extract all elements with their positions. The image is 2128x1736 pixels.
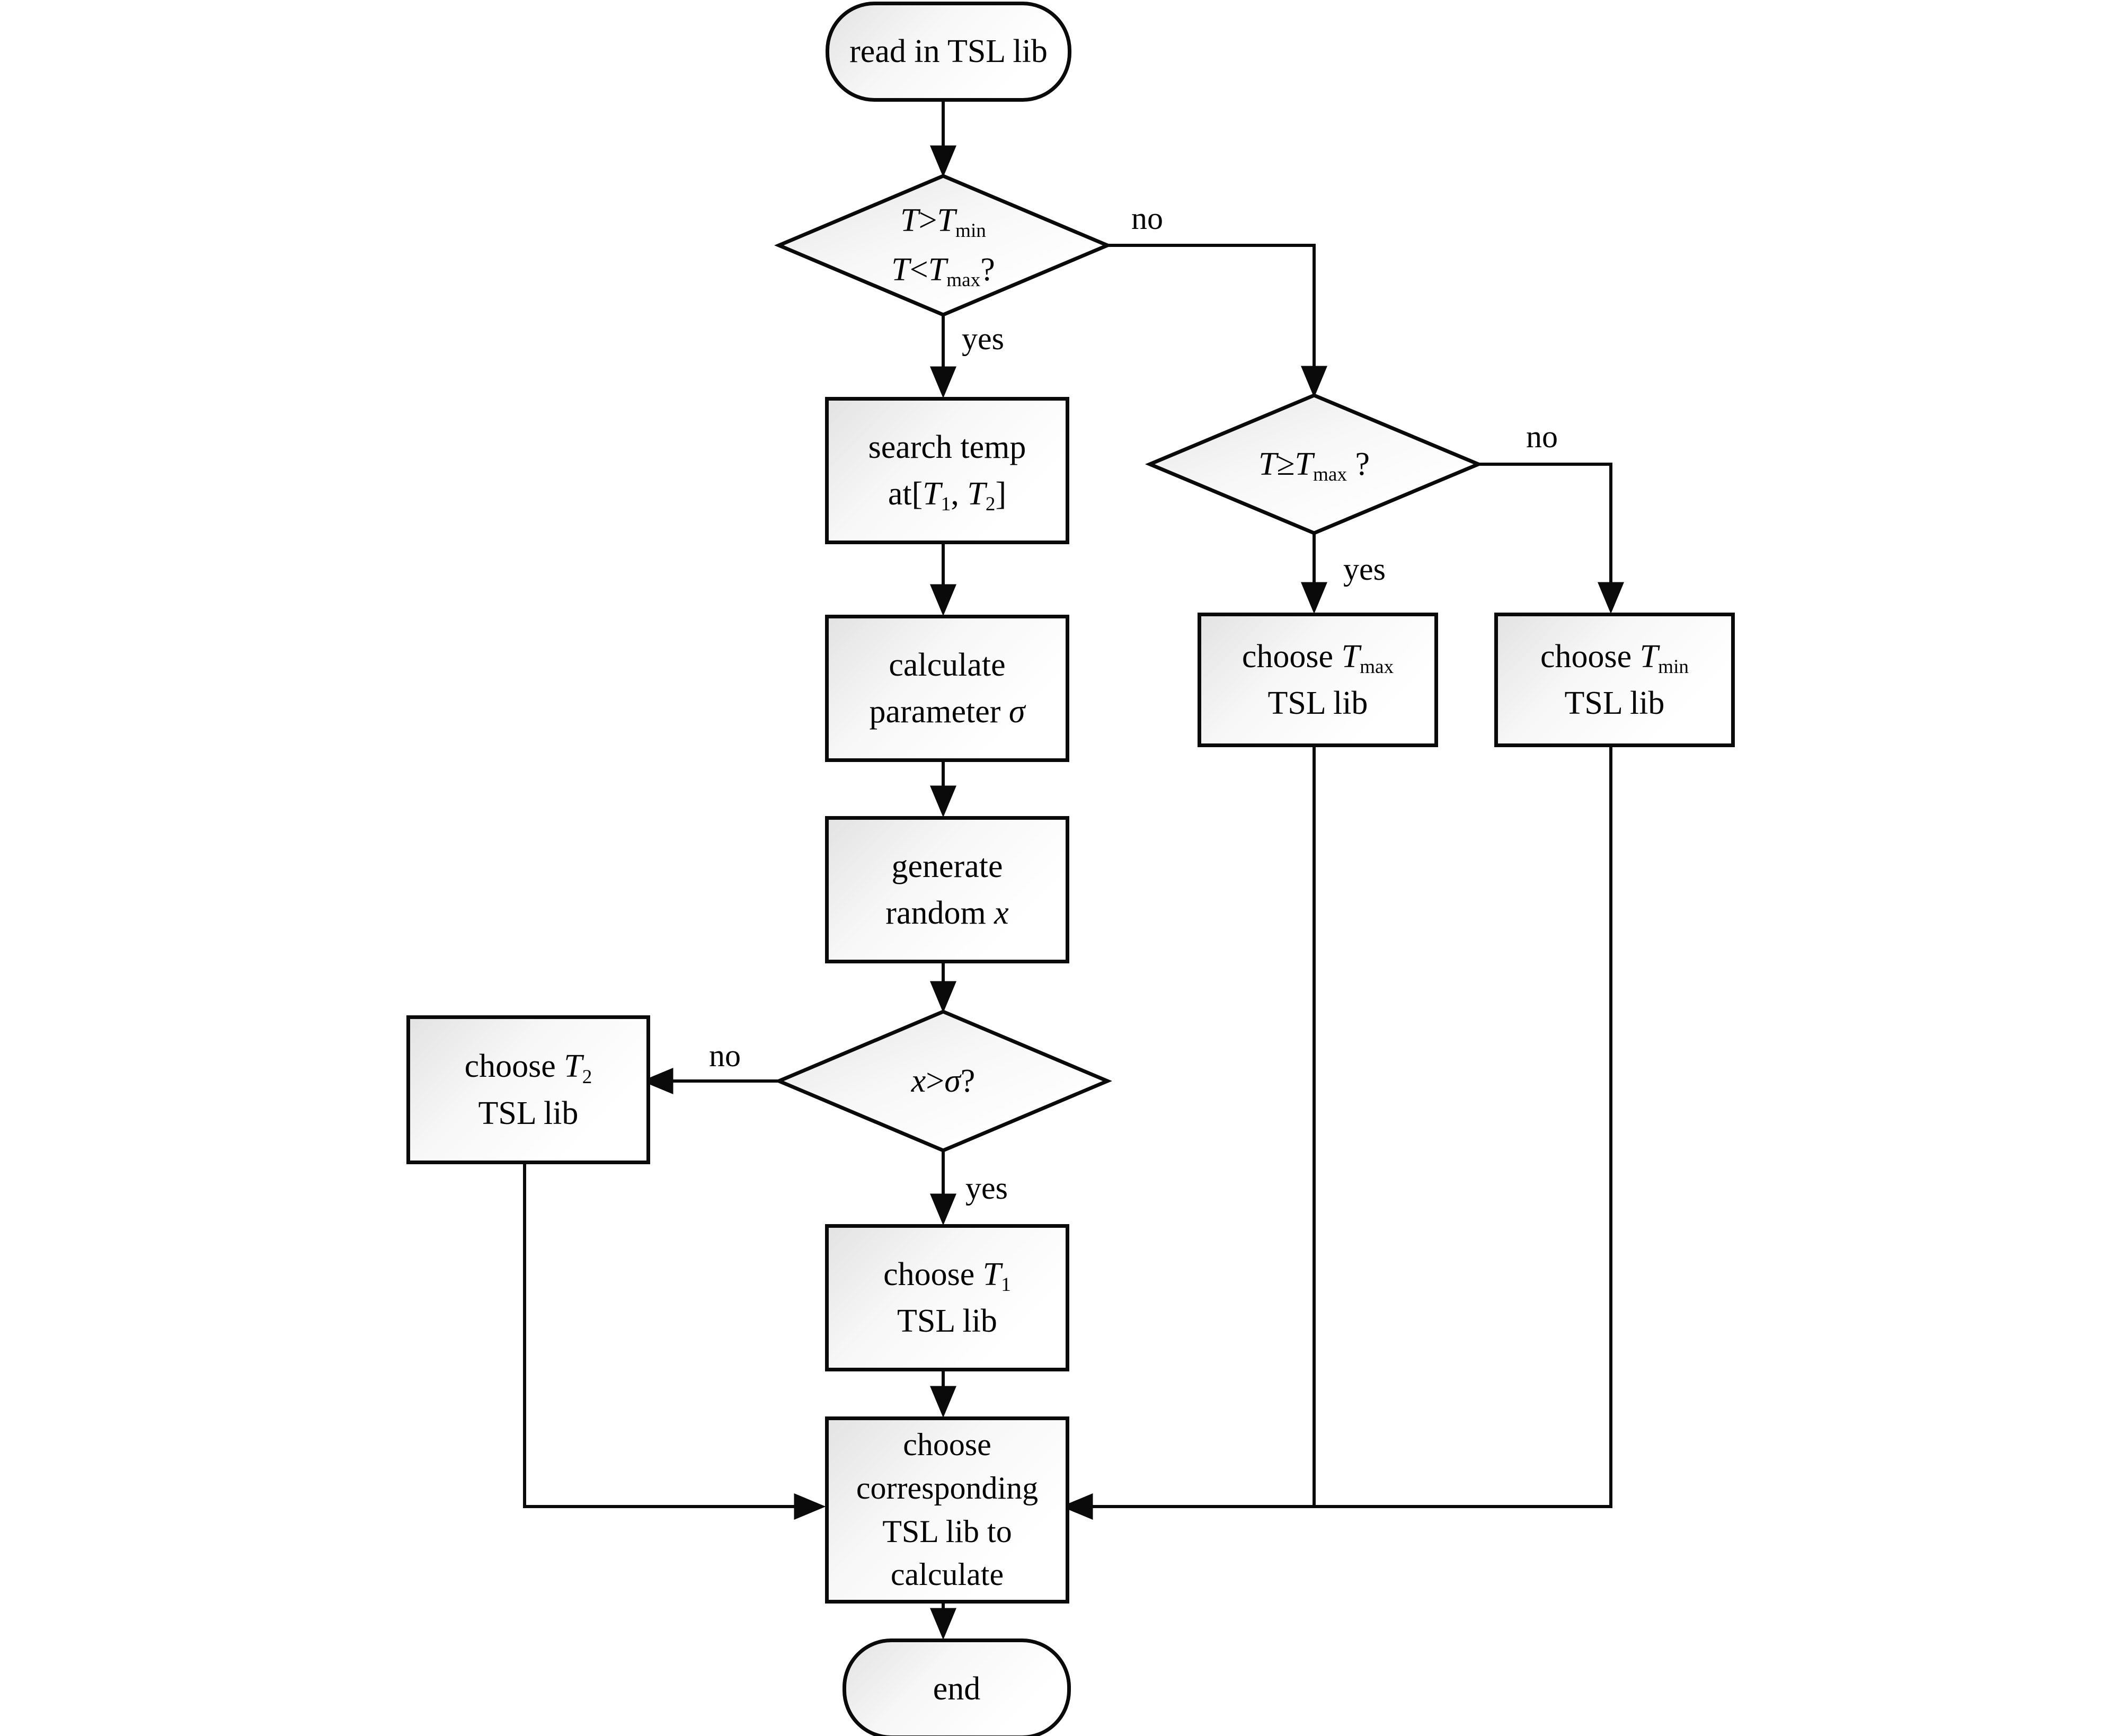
edge-tmaxcheck-no-to-choose-tmin — [1478, 463, 1624, 614]
edge-label-x-no: no — [709, 1038, 741, 1073]
decision-tmax-label: T≥Tmax ? — [1258, 446, 1370, 485]
start-terminator: read in TSL lib — [826, 2, 1071, 102]
edge-choose-t2-to-corresponding — [523, 1157, 826, 1520]
end-terminator: end — [843, 1638, 1071, 1736]
decision-temp-range-shape — [774, 174, 1112, 317]
edge-label-tmax-yes: yes — [1343, 552, 1386, 587]
decision-x-sigma-label: x>σ? — [911, 1062, 976, 1099]
edge-label-tmax-no: no — [1526, 419, 1558, 454]
edge-label-trange-yes: yes — [962, 321, 1004, 356]
edge-label-x-yes: yes — [965, 1171, 1008, 1206]
edge-trange-no-to-tmax-check — [1107, 244, 1327, 398]
edge-label-trange-no: no — [1131, 201, 1163, 236]
edge-choose-tmin-to-corresponding — [1061, 740, 1612, 1520]
decision-tmax-shape — [1145, 393, 1484, 535]
decision-x-sigma-shape — [774, 1009, 1112, 1153]
